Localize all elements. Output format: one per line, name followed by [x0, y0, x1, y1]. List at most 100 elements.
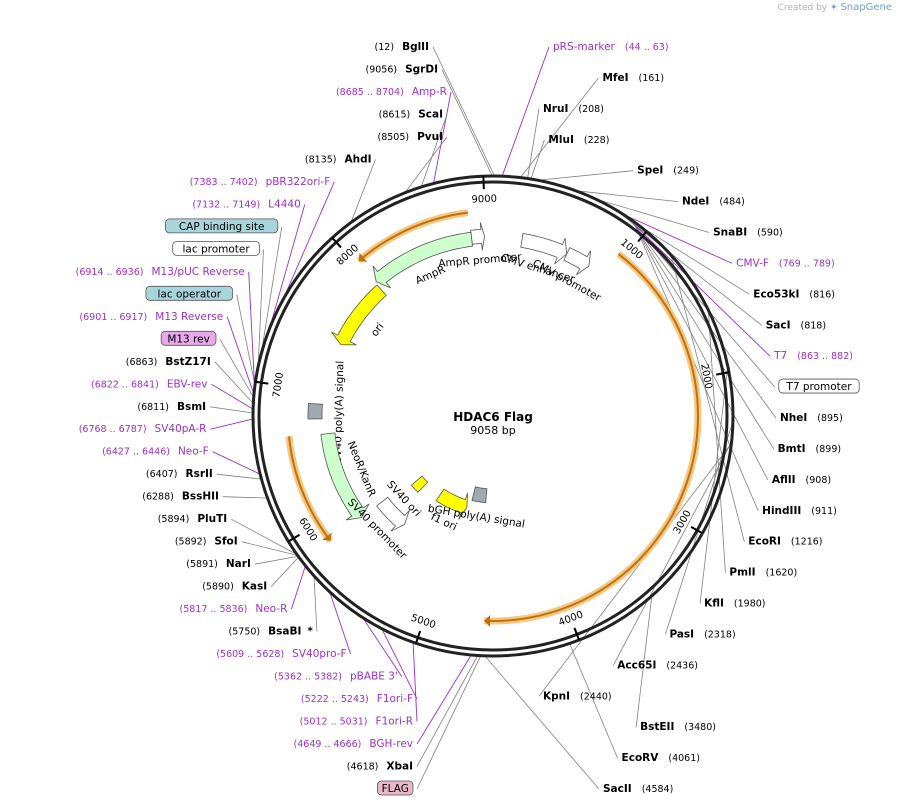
- site-label-snabi: SnaBI(590): [713, 227, 783, 239]
- ampr-promoter-label: AmpR promoter: [438, 251, 523, 270]
- site-label-sacii: SacII(4584): [603, 783, 673, 795]
- site-label-pmli: PmlI(1620): [729, 567, 797, 579]
- leader-bsshii: [222, 496, 269, 499]
- label-text-bsteii: BstEII(3480): [640, 721, 716, 733]
- feature-box-lac-promoter: lac promoter: [172, 240, 260, 256]
- leader-m13-reverse: [226, 316, 256, 398]
- leader-lac-operator: [236, 294, 256, 389]
- credit-prefix: Created by: [777, 3, 828, 13]
- leader-m13-puc-reverse: [248, 271, 256, 395]
- box-m13-rev: [160, 330, 217, 346]
- site-label-acc65i: Acc65I(2436): [617, 659, 698, 671]
- tick-label-9000: 9000: [471, 194, 497, 206]
- site-label-bmti: BmtI(899): [778, 443, 841, 455]
- feature-box-m13-rev: M13 rev: [160, 330, 217, 346]
- site-label-bsteii: BstEII(3480): [640, 721, 716, 733]
- tick-8000: [331, 237, 342, 249]
- primer-label-pbr322ori-f: (7383 .. 7402)pBR322ori-F: [190, 176, 331, 188]
- primer-label-ebv-rev: (6822 .. 6841)EBV-rev: [91, 378, 208, 390]
- label-text-nhei: NheI(895): [780, 412, 843, 424]
- label-text-saci: SacI(818): [766, 319, 826, 331]
- label-text-sacii: SacII(4584): [603, 783, 673, 795]
- site-label-mfei: MfeI(161): [602, 72, 664, 84]
- label-text-xbai: (4618)XbaI: [347, 761, 413, 773]
- label-text-mfei: MfeI(161): [602, 72, 664, 84]
- box-text-lac-promoter: lac promoter: [183, 243, 251, 255]
- tick-1000: [637, 230, 648, 243]
- label-text-amp-r: (8685 .. 8704)Amp-R: [336, 86, 447, 98]
- site-label-bsmi: (6811)BsmI: [137, 401, 206, 413]
- f1-ori-feature: [435, 488, 468, 520]
- site-label-ahdi: (8135)AhdI: [305, 153, 372, 165]
- box-flag: [376, 780, 414, 796]
- ori-feature: [331, 284, 387, 346]
- label-text-spei: SpeI(249): [637, 165, 699, 177]
- leader-spei: [534, 170, 634, 181]
- label-text-pbr322ori-f: (7383 .. 7402)pBR322ori-F: [190, 176, 331, 188]
- leader-sv40pro-f: [328, 589, 352, 655]
- tick-label-5000: 5000: [409, 613, 437, 632]
- ampr-label: AmpR: [414, 263, 448, 287]
- label-text-rsrii: (6407)RsrII: [146, 468, 213, 480]
- annotation-labels: pRS-marker(44 .. 63)MfeI(161)NruI(208)Ml…: [76, 41, 860, 796]
- site-label-ecorv: EcoRV(4061): [622, 752, 700, 764]
- site-label-hindiii: HindIII(911): [762, 505, 837, 517]
- feature-box-t7-promoter: T7 promoter: [778, 378, 860, 394]
- label-text-sv40pa-r: (6768 .. 6787)SV40pA-R: [79, 423, 207, 435]
- leader-snabi: [587, 196, 710, 233]
- orf-line-0: [484, 253, 699, 622]
- leader-bstz17i: [214, 361, 255, 405]
- label-text-f1ori-f: (5222 .. 5243)F1ori-F: [301, 693, 413, 705]
- leader-mlui: [530, 139, 545, 181]
- leader-nrui: [527, 108, 540, 180]
- label-text-snabi: SnaBI(590): [713, 227, 783, 239]
- leader-neo-r: [290, 564, 307, 610]
- leader-kpni: [538, 444, 731, 697]
- box-text-t7-promoter: T7 promoter: [785, 381, 852, 393]
- label-text-kfli: KflI(1980): [704, 598, 765, 610]
- label-text-kpni: KpnI(2440): [543, 690, 612, 702]
- leader-bsabi: [313, 574, 318, 632]
- leader-ecorv: [568, 642, 618, 759]
- label-text-bsabi: (5750)BsaBI*: [229, 626, 314, 638]
- credit-brand: SnapGene: [840, 2, 892, 13]
- leader-sv40pa-r: [210, 418, 255, 430]
- leader-cmv-f: [615, 210, 733, 264]
- tick-3000: [690, 525, 703, 535]
- sv40-ori-feature: [410, 475, 429, 493]
- site-label-mlui: MluI(228): [548, 134, 609, 146]
- leader-prs-marker: [501, 46, 550, 178]
- tick-label-7000: 7000: [271, 372, 286, 399]
- label-text-ndei: NdeI(484): [682, 196, 745, 208]
- label-text-nrui: NruI(208): [543, 103, 604, 115]
- site-label-ecori: EcoRI(1216): [748, 536, 822, 548]
- label-text-pvui: (8505)PvuI: [377, 131, 443, 143]
- site-label-sfoi: (5892)SfoI: [175, 536, 238, 548]
- leader-f1ori-f: [380, 626, 418, 700]
- site-label-pvui: (8505)PvuI: [377, 131, 443, 143]
- box-text-lac-operator: lac operator: [157, 288, 221, 300]
- site-label-eco53ki: Eco53kI(816): [753, 288, 835, 300]
- leader-ecori: [671, 257, 745, 542]
- site-label-saci: SacI(818): [766, 319, 826, 331]
- leader-scai: [420, 114, 448, 189]
- leader-sfoi: [241, 541, 300, 557]
- primer-label-sv40pa-r: (6768 .. 6787)SV40pA-R: [79, 423, 207, 435]
- inner-strand: [257, 180, 729, 652]
- leader-pluti: [231, 518, 300, 556]
- leader-flag: [416, 654, 482, 790]
- site-label-kfli: KflI(1980): [704, 598, 765, 610]
- tick-5000: [415, 630, 422, 644]
- label-text-bmti: BmtI(899): [778, 443, 841, 455]
- primer-label-sv40pro-f: (5609 .. 5628)SV40pro-F: [216, 648, 346, 660]
- label-text-ahdi: (8135)AhdI: [305, 153, 372, 165]
- label-text-m13-puc-reverse: (6914 .. 6936)M13/pUC Reverse: [76, 266, 245, 278]
- label-text-ecorv: EcoRV(4061): [622, 752, 700, 764]
- leader-xbai: [416, 654, 479, 767]
- orf-line-1: [288, 436, 332, 542]
- primer-label-cmv-f: CMV-F(769 .. 789): [736, 257, 835, 269]
- leader-acc65i: [612, 444, 731, 666]
- leader-ahdi: [349, 159, 376, 225]
- tick-label-2000: 2000: [698, 363, 713, 390]
- label-text-bglii: (12)BglII: [375, 41, 429, 53]
